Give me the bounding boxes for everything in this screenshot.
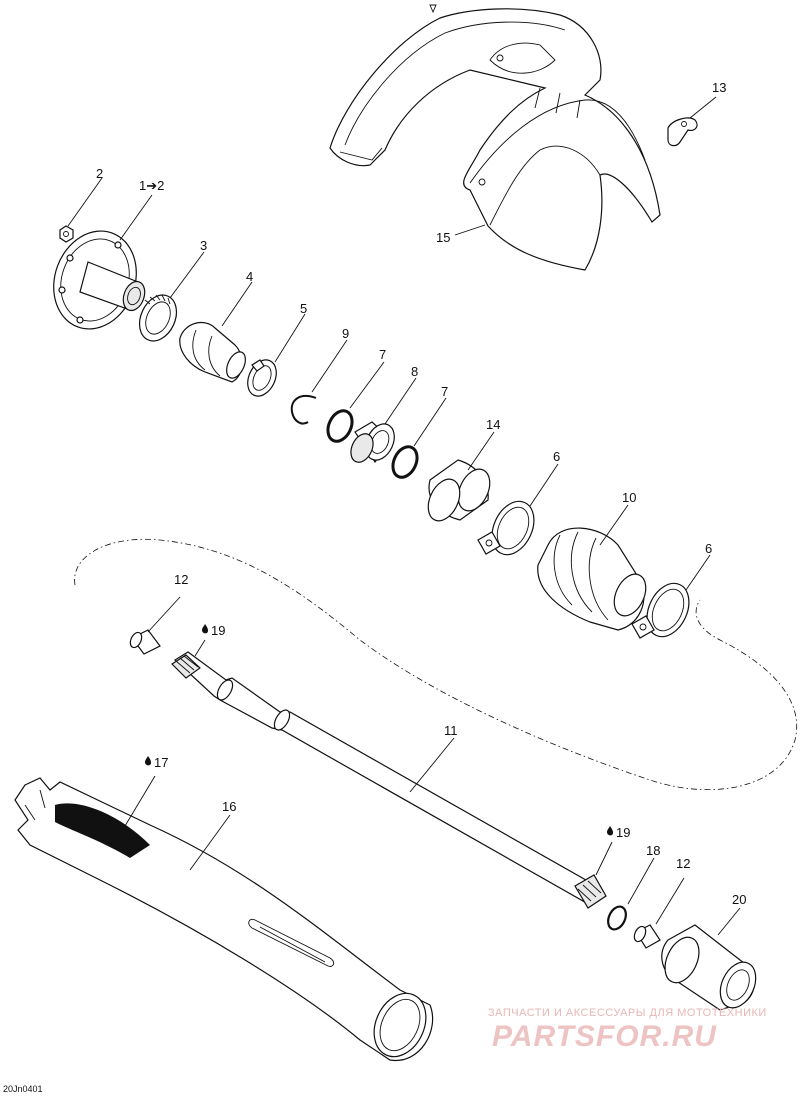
part-11-drive-shaft [171,651,607,909]
callout-11: 11 [444,723,458,738]
callout-7-a: 7 [379,347,386,362]
watermark-tagline: ЗАПЧАСТИ И АКСЕССУАРЫ ДЛЯ МОТОТЕХНИКИ [488,1007,767,1019]
part-4-boot [179,321,246,383]
part-3-clamp [138,294,178,342]
callout-14: 14 [486,417,500,432]
part-6-hose-clamp-a [477,500,535,556]
part-6-hose-clamp-b [631,582,690,639]
part-20-bushing [661,924,757,1011]
callout-2: 2 [96,166,103,181]
callout-1-to-2: 1➔2 [139,178,164,193]
callout-6-a: 6 [553,449,560,464]
part-7-oring-a [326,409,354,443]
callout-16: 16 [222,799,236,814]
droplet-icon [202,624,209,634]
part-1-flange [53,230,146,330]
callout-19-b: 19 [616,825,630,840]
callout-18: 18 [646,843,660,858]
part-18-oring [607,905,627,931]
watermark-logo: PARTSFOR.RU [492,1020,717,1053]
callout-5: 5 [300,301,307,316]
callout-13: 13 [712,80,726,95]
part-8-bearing [350,421,395,464]
callout-20: 20 [732,892,746,907]
droplet-icon [607,826,614,836]
part-14-sleeve [427,459,491,522]
part-16-shaft-tube [14,777,434,1061]
callout-12-a: 12 [174,572,188,587]
callout-10: 10 [622,490,636,505]
callout-17: 17 [154,755,168,770]
leader-lines [67,96,741,936]
callout-8: 8 [411,364,418,379]
part-9-circlip [290,394,317,425]
part-17-sealant-area [55,803,150,858]
part-12-plug-a [129,629,161,655]
part-15-housing [329,4,661,271]
callout-6-b: 6 [705,541,712,556]
callout-19-a: 19 [211,623,225,638]
part-7-oring-b [391,445,419,479]
part-13-clip [667,117,698,147]
drawing-reference: 20Jn0401 [3,1084,43,1094]
part-12-plug-b [633,924,661,949]
part-5-clamp [247,359,277,397]
assembly-loop-line [74,538,797,790]
part-2-nut [59,225,74,243]
callout-12-b: 12 [676,856,690,871]
callout-7-b: 7 [441,384,448,399]
part-10-bellows [537,527,647,631]
callout-9: 9 [342,326,349,341]
callout-3: 3 [200,238,207,253]
callout-15: 15 [436,230,450,245]
droplet-icon [145,756,152,766]
callout-4: 4 [246,269,253,284]
